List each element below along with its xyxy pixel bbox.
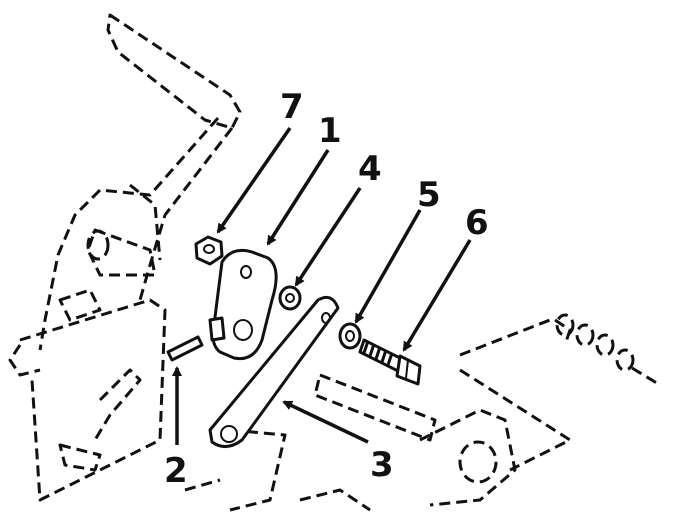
leader-arrow-6 <box>402 239 472 352</box>
phantom-hardware-stack <box>555 313 661 387</box>
leader-arrow-4 <box>294 187 362 287</box>
callout-2: 2 <box>164 451 188 491</box>
washer-part-5 <box>338 322 362 350</box>
nut-part-7 <box>194 235 224 266</box>
callout-1: 1 <box>318 111 342 151</box>
link-arm-part-3 <box>208 295 340 448</box>
callout-6: 6 <box>465 203 489 243</box>
pin-part-2 <box>166 335 204 362</box>
bracket-plate-part-1 <box>208 248 278 361</box>
leader-arrow-1 <box>266 149 330 246</box>
phantom-frame <box>8 13 572 512</box>
leader-arrow-5 <box>354 209 422 324</box>
leader-arrow-7 <box>216 127 292 234</box>
leader-arrow-3 <box>282 400 369 444</box>
leader-arrows <box>172 127 472 445</box>
callout-3: 3 <box>370 445 394 485</box>
bolt-part-6 <box>358 338 422 386</box>
spacer-part-4 <box>278 285 302 311</box>
callout-labels: 7 1 4 5 6 2 3 <box>164 87 489 491</box>
callout-5: 5 <box>417 175 441 215</box>
callout-4: 4 <box>358 149 382 189</box>
callout-7: 7 <box>280 87 304 127</box>
